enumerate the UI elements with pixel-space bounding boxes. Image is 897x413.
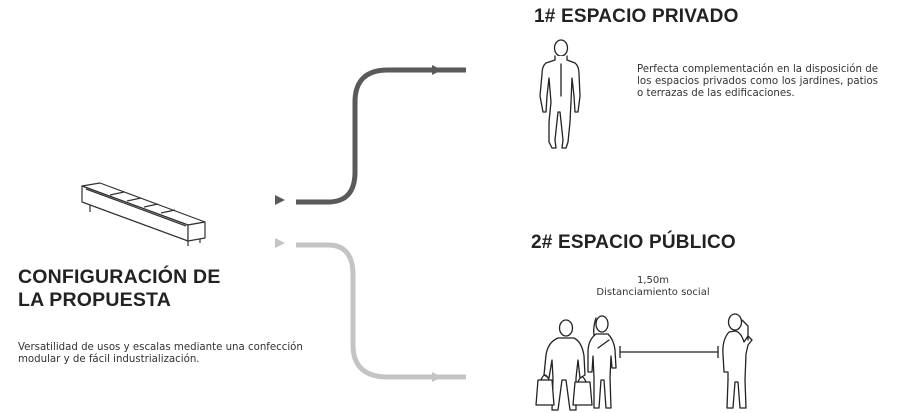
public-space-title: 2# ESPACIO PÚBLICO [531, 232, 736, 253]
configuration-title-line2: LA PROPUESTA [18, 289, 171, 311]
private-branch-arrowhead [432, 65, 442, 75]
private-space-description: Perfecta complementación en la disposici… [637, 64, 878, 99]
public-branch-connector [275, 238, 466, 382]
distance-marker [619, 346, 719, 358]
private-branch-start-arrow [275, 195, 285, 205]
distance-value: 1,50m [636, 275, 669, 286]
woman-standing-icon [587, 315, 617, 409]
person-on-phone-icon [722, 313, 753, 409]
configuration-title-line1: CONFIGURACIÓN DE [18, 266, 221, 288]
configuration-title: CONFIGURACIÓN DE LA PROPUESTA [18, 266, 278, 312]
bench-module-icon [81, 182, 206, 246]
person-with-bags-icon [535, 319, 593, 411]
standing-man-icon [539, 39, 581, 149]
public-branch-line [296, 242, 466, 380]
public-branch-arrowhead [432, 372, 442, 382]
private-space-title: 1# ESPACIO PRIVADO [534, 6, 739, 27]
distance-label: Distanciamiento social [596, 287, 710, 298]
configuration-description: Versatilidad de usos y escalas mediante … [18, 342, 303, 365]
private-branch-line [296, 67, 466, 205]
public-branch-start-arrow [275, 238, 285, 248]
private-branch-connector [275, 65, 466, 205]
